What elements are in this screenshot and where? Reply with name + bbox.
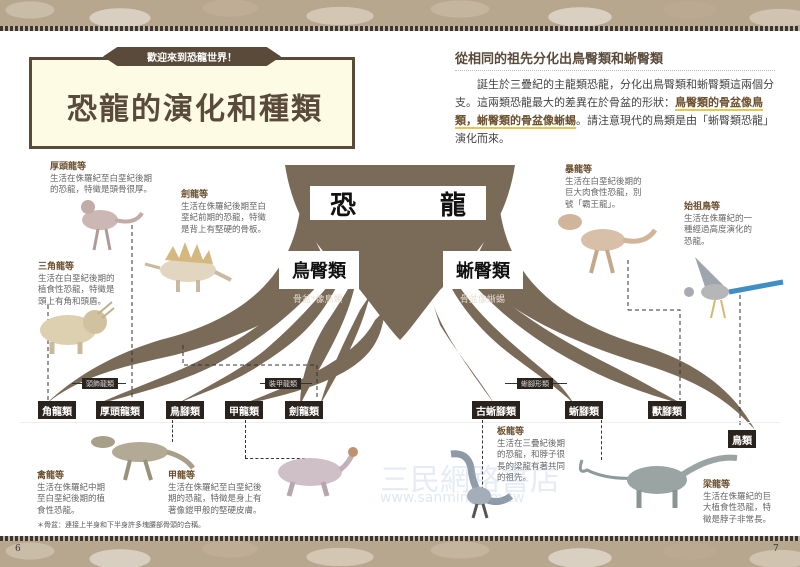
dino-desc-line: 食性恐龍。 <box>37 505 80 516</box>
dino-desc-line: 的恐龍，特徵是頭骨很厚。 <box>50 185 153 195</box>
tyrannosaurus-illustration <box>555 210 660 275</box>
dino-desc-line: 的恐龍，和脖子很 <box>497 450 566 460</box>
dino-desc-line: 生活在三疊紀後期 <box>497 438 566 449</box>
dino-desc-line: 生活在侏羅紀至白堊紀後 <box>168 482 262 493</box>
dino-desc-line: 著像鎧甲般的堅硬皮膚。 <box>168 505 262 516</box>
stone-header-band <box>0 0 800 26</box>
connector-prosauropoda <box>482 420 483 500</box>
dino-name: 暴龍等 <box>565 165 593 175</box>
intro-text-after: 。請注意現代的鳥類是由「蜥臀類恐龍」演化而來。 <box>455 114 774 145</box>
dino-desc-line: 頭上有角和頭盾。 <box>38 296 107 307</box>
dino-name: 禽龍等 <box>37 471 65 481</box>
connector-ornithopoda <box>172 420 173 442</box>
dino-desc-line: 至白堊紀後期的植 <box>37 494 106 504</box>
stegosaurus-illustration <box>143 238 233 293</box>
branch-label-saurischia: 蜥臀類 <box>443 251 523 289</box>
connector-ankylosauria-h <box>245 458 305 459</box>
dotted-divider <box>455 70 775 71</box>
clade-sauropoda: 蜥腳類 <box>565 401 603 419</box>
clade-ceratopsia: 角龍類 <box>38 401 76 419</box>
dino-desc-line: 生活在侏羅紀至白堊紀後期 <box>50 173 153 184</box>
clade-prosauropoda: 古蜥腳類 <box>472 401 520 419</box>
diplodocus-illustration <box>577 450 747 510</box>
dino-desc-line: 生活在白堊紀後期的 <box>38 273 115 284</box>
filmstrip-border-bottom <box>0 536 800 541</box>
dino-desc-line: 大植食性恐龍，特 <box>703 503 772 513</box>
root-char-2: 龍 <box>439 190 466 221</box>
dino-desc-line: 期的恐龍，特徵是身上有 <box>168 494 262 504</box>
page-title: 恐龍的演化和種類 <box>67 92 323 127</box>
dino-desc-line: 巨大肉食性恐龍，別 <box>565 188 642 198</box>
desc-tyrannosaurus: 暴龍等 生活在白堊紀後期的 巨大肉食性恐龍，別 號「霸王龍」。 <box>565 165 642 211</box>
dino-name: 劍龍等 <box>181 190 209 200</box>
section-subtitle: 從相同的祖先分化出鳥臀類和蜥臀類 <box>455 52 664 67</box>
desc-iguanodon: 禽龍等 生活在侏羅紀中期 至白堊紀後期的植 食性恐龍。 <box>37 471 105 517</box>
stone-footer-band <box>0 541 800 567</box>
archaeopteryx-illustration <box>675 252 785 322</box>
dino-name: 梁龍等 <box>703 480 731 490</box>
connector-sauropoda <box>601 420 602 460</box>
dino-desc-line: 是背上有堅硬的骨板。 <box>181 224 267 235</box>
dino-desc-line: 種經過高度演化的 <box>684 225 753 235</box>
footnote: ＊骨盆：連接上半身和下半身許多塊腰部骨頭的合稱。 <box>37 521 205 529</box>
dino-desc-line: 生活在侏羅紀中期 <box>37 482 106 493</box>
dino-desc-line: 長的梁龍有著共同 <box>497 461 566 472</box>
title-tab: 歡迎來到恐龍世界！ <box>103 47 281 66</box>
dino-name: 厚頭龍等 <box>50 162 87 172</box>
root-char-1: 恐 <box>330 190 357 221</box>
dino-desc-line: 生活在侏羅紀的一 <box>684 213 753 224</box>
desc-diplodocus: 梁龍等 生活在侏羅紀的巨 大植食性恐龍，特 徵是脖子非常長。 <box>703 480 771 526</box>
dino-desc-line: 生活在白堊紀後期的 <box>565 176 642 187</box>
dino-desc-line: 的祖先。 <box>497 473 532 483</box>
clade-pachycephalosauria: 厚頭龍類 <box>96 401 144 419</box>
dino-desc-line: 生活在侏羅紀的巨 <box>703 491 772 502</box>
intro-text: 誕生於三疊紀的主龍類恐龍，分化出鳥臀類和蜥臀類這兩個分支。這兩類恐龍最大的差異在… <box>455 78 774 109</box>
group-tag-thyreophora: 裝甲龍類 <box>265 378 301 389</box>
baseline-divider <box>20 422 780 423</box>
dino-name: 始祖鳥等 <box>684 202 721 212</box>
filmstrip-border-top <box>0 26 800 31</box>
desc-pachycephalosaurus: 厚頭龍等 生活在侏羅紀至白堊紀後期 的恐龍，特徵是頭骨很厚。 <box>50 162 152 197</box>
dino-desc-line: 恐龍。 <box>684 236 710 247</box>
desc-stegosaurus: 劍龍等 生活在侏羅紀後期至白 堊紀前期的恐龍，特徵 是背上有堅硬的骨板。 <box>181 190 266 236</box>
intro-highlight: 鳥臀類的骨盆像鳥類，蜥臀類的骨盆像蜥蜴 <box>455 96 763 129</box>
clade-ankylosauria: 甲龍類 <box>225 401 263 419</box>
clade-aves: 鳥類 <box>728 430 756 448</box>
branch-sub-ornithischia: 骨盆*像鳥類 <box>293 295 343 305</box>
branch-label-ornithischia: 鳥臀類 <box>279 251 359 289</box>
watermark-url: www.sanmin.com.tw <box>380 490 525 506</box>
clade-stegosauria: 劍龍類 <box>285 401 323 419</box>
desc-plateosaurus: 板龍等 生活在三疊紀後期 的恐龍，和脖子很 長的梁龍有著共同 的祖先。 <box>497 427 565 485</box>
dino-desc-line: 植食性恐龍，特徵是 <box>38 285 115 295</box>
pachycephalosaurus-illustration <box>70 195 145 255</box>
desc-archaeopteryx: 始祖鳥等 生活在侏羅紀的一 種經過高度演化的 恐龍。 <box>684 202 752 248</box>
watermark-text: 三民網路書店 <box>380 463 560 498</box>
dino-desc-line: 堊紀前期的恐龍，特徵 <box>181 213 267 223</box>
page-number-right: 7 <box>773 544 779 554</box>
ankylosaurus-illustration <box>265 444 360 499</box>
dino-desc-line: 徵是脖子非常長。 <box>703 514 772 525</box>
branch-sub-saurischia: 骨盆像蜥蜴 <box>460 295 506 305</box>
root-label-dinosaur: 恐龍 <box>310 186 486 221</box>
intro-paragraph: 誕生於三疊紀的主龍類恐龍，分化出鳥臀類和蜥臀類這兩個分支。這兩類恐龍最大的差異在… <box>455 76 775 148</box>
plateosaurus-illustration <box>443 448 514 520</box>
triceratops-illustration <box>30 300 115 355</box>
page-number-left: 6 <box>15 544 21 554</box>
dino-name: 三角龍等 <box>38 262 75 272</box>
desc-ankylosaurus: 甲龍等 生活在侏羅紀至白堊紀後 期的恐龍，特徵是身上有 著像鎧甲般的堅硬皮膚。 <box>168 471 262 517</box>
clade-ornithopoda: 鳥腳類 <box>166 401 204 419</box>
dino-desc-line: 號「霸王龍」。 <box>565 199 621 210</box>
desc-triceratops: 三角龍等 生活在白堊紀後期的 植食性恐龍，特徵是 頭上有角和頭盾。 <box>38 262 115 308</box>
dino-desc-line: 生活在侏羅紀後期至白 <box>181 201 267 212</box>
dino-name: 板龍等 <box>497 427 525 437</box>
group-tag-marginocephalia: 頭飾龍類 <box>82 378 118 389</box>
clade-theropoda: 獸腳類 <box>648 401 686 419</box>
dino-name: 甲龍等 <box>168 471 196 481</box>
connector-ankylosauria <box>245 420 246 458</box>
iguanodon-illustration <box>85 432 196 482</box>
group-tag-sauropodomorpha: 蜥腳形類 <box>517 378 553 389</box>
